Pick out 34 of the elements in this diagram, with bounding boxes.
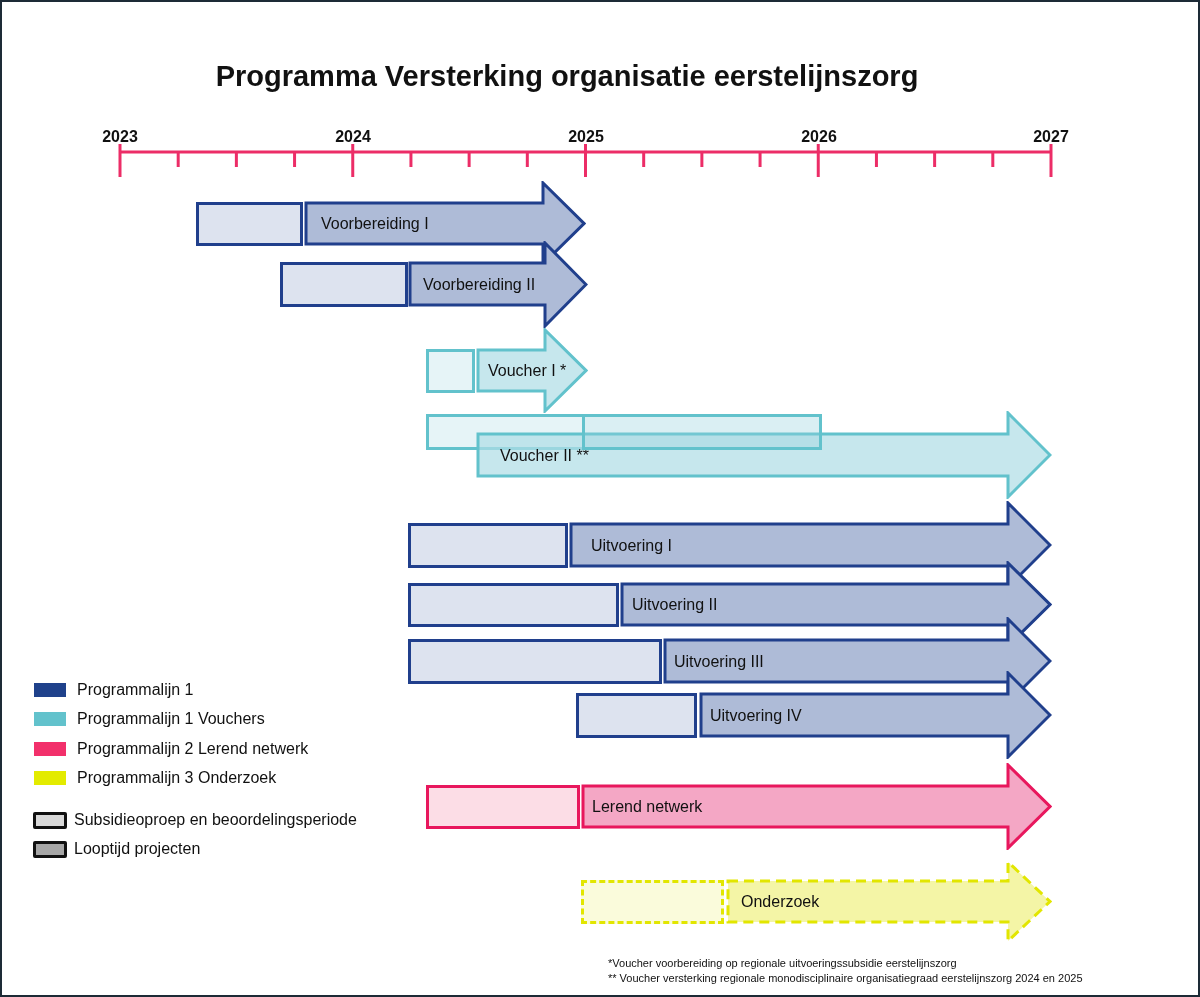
period-bar (279, 261, 408, 307)
year-label: 2024 (335, 128, 371, 146)
phase-label: Voorbereiding II (423, 274, 536, 294)
footnote: ** Voucher versterking regionale monodisciplinaire organisatiegraad eerstelijnszorg 2024 en 2025 (608, 972, 1083, 985)
period-bar (407, 582, 619, 627)
legend-label: Programmalijn 3 Onderzoek (77, 768, 277, 787)
legend-label: Programmalijn 1 Vouchers (77, 709, 265, 728)
period-bar (425, 348, 475, 393)
phase-label: Voorbereiding I (321, 214, 429, 233)
phase-label: Uitvoering IV (710, 705, 802, 725)
phase-label: Lerend netwerk (592, 797, 703, 816)
legend-label: Programmalijn 2 Lerend netwerk (77, 739, 309, 758)
phase-label: Onderzoek (741, 892, 820, 911)
period-bar (425, 784, 580, 829)
phase-label: Uitvoering I (591, 535, 672, 555)
period-bar (407, 638, 662, 684)
legend-label: Subsidieoproep en beoordelingsperiode (74, 810, 357, 829)
period-bar (575, 692, 697, 738)
period-bar (581, 413, 822, 450)
year-label: 2023 (102, 128, 138, 146)
year-label: 2025 (568, 128, 604, 146)
chart-title: Programma Versterking organisatie eerstelijnszorg (215, 59, 919, 94)
year-label: 2027 (1033, 128, 1069, 146)
phase-label: Uitvoering II (632, 595, 718, 614)
period-bar (407, 522, 568, 568)
period-bar (580, 879, 724, 924)
footnote: *Voucher voorbereiding op regionale uitvoeringssubsidie eerstelijnszorg (608, 957, 957, 970)
period-bar (195, 201, 303, 246)
legend-label: Looptijd projecten (74, 839, 201, 858)
phase-label: Uitvoering III (674, 651, 764, 671)
legend-label: Programmalijn 1 (77, 680, 194, 699)
year-label: 2026 (801, 128, 837, 146)
phase-label: Voucher II ** (500, 445, 589, 465)
phase-label: Voucher I * (488, 361, 567, 380)
